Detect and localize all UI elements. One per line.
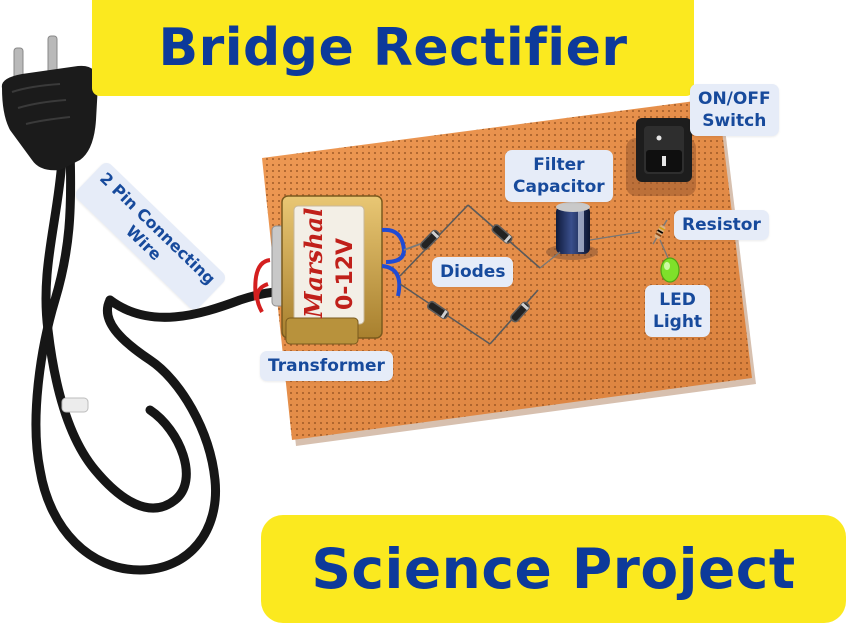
capacitor-label: Filter Capacitor bbox=[505, 150, 613, 202]
switch-label: ON/OFF Switch bbox=[690, 84, 779, 136]
board-wiring bbox=[539, 231, 669, 269]
transformer: Marshal 0-12V bbox=[253, 195, 421, 345]
on-off-switch bbox=[626, 118, 696, 196]
two-pin-plug bbox=[1, 35, 98, 171]
diode-bridge bbox=[399, 204, 541, 345]
led-label: LED Light bbox=[645, 285, 711, 337]
filter-capacitor bbox=[546, 202, 598, 260]
switch-label-line-2: Switch bbox=[702, 111, 767, 131]
led-light bbox=[660, 257, 680, 283]
led-label-line-1: LED bbox=[659, 290, 696, 310]
title-banner: Bridge Rectifier bbox=[92, 0, 694, 96]
transformer-rating-text: 0-12V bbox=[333, 238, 358, 310]
switch-label-line-1: ON/OFF bbox=[698, 89, 771, 109]
capacitor-label-line-2: Capacitor bbox=[513, 177, 605, 197]
transformer-label: Transformer bbox=[260, 351, 393, 381]
resistor bbox=[652, 219, 668, 245]
led-label-line-2: Light bbox=[653, 312, 703, 332]
transformer-brand-text: Marshal bbox=[299, 208, 328, 319]
resistor-label: Resistor bbox=[674, 210, 769, 240]
diodes-label: Diodes bbox=[432, 257, 514, 287]
subtitle-banner: Science Project bbox=[261, 515, 846, 623]
capacitor-label-line-1: Filter bbox=[533, 155, 585, 175]
